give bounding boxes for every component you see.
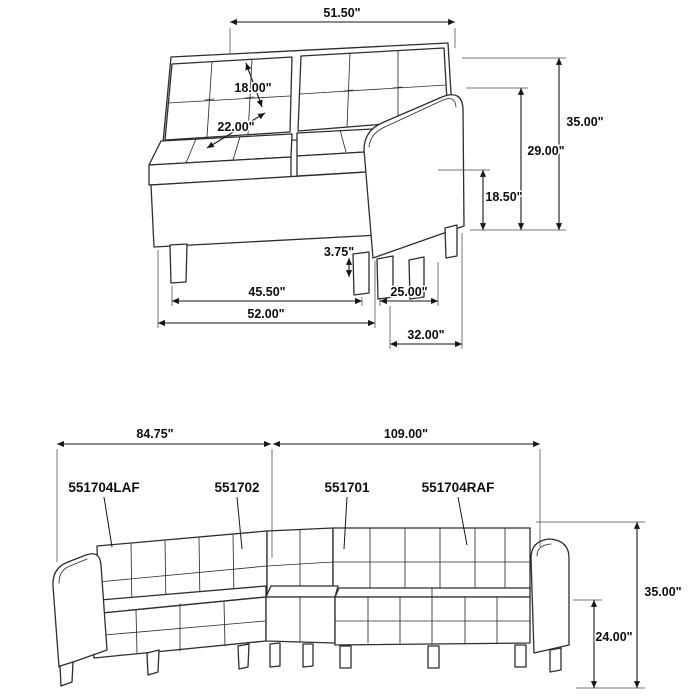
- leader-line: [343, 496, 348, 550]
- corner-back-seams: [266, 529, 334, 595]
- dim-sectional-seat-back-height: 24.00": [573, 599, 634, 688]
- dim-label-overall-height: 35.00": [566, 115, 603, 129]
- part-label-raf: 551704RAF: [420, 479, 496, 546]
- right-seat-cushions: [334, 587, 531, 646]
- leg: [408, 256, 425, 300]
- dim-laf-width: 84.75": [56, 426, 273, 562]
- dim-top-width: 51.50": [229, 5, 456, 54]
- dim-leg-height: 3.75": [322, 244, 356, 277]
- dim-arm-height: 29.00": [466, 87, 566, 230]
- dim-seat-height: 18.50": [438, 169, 524, 230]
- sectional-diagram: 84.75" 109.00" 551704LAF 551702 551701 5…: [52, 426, 683, 689]
- leader-line: [236, 496, 243, 550]
- loveseat-diagram: 51.50" 18.00" 22.00" 35.00" 29.00" 18.50…: [148, 5, 605, 349]
- dim-sectional-overall-height: 35.00": [536, 521, 683, 689]
- right-arm: [363, 94, 465, 259]
- dim-label-overall-depth: 32.00": [407, 328, 444, 342]
- corner-seat: [265, 585, 339, 644]
- loveseat-drawing: [148, 42, 465, 300]
- dim-label-raf-width: 109.00": [384, 427, 428, 441]
- right-back-seams: [332, 527, 531, 593]
- right-seat-seams: [334, 587, 531, 645]
- dim-label-arm-depth: 25.00": [390, 285, 427, 299]
- leg: [237, 643, 250, 670]
- left-arm: [52, 553, 108, 668]
- sectional-drawing: [52, 527, 570, 687]
- leg: [352, 251, 370, 296]
- dim-label-seat-height: 18.50": [485, 190, 522, 204]
- dim-label-seat-depth: 22.00": [217, 120, 254, 134]
- left-seat-seams: [92, 601, 266, 654]
- dim-arm-depth: 25.00": [379, 262, 439, 306]
- leader-line: [457, 496, 468, 546]
- leg: [146, 649, 160, 676]
- dim-overall-height: 35.00": [462, 57, 605, 231]
- legs: [169, 224, 458, 300]
- leg: [169, 243, 188, 284]
- part-label-raf-text: 551704RAF: [422, 480, 495, 495]
- leg: [376, 255, 394, 300]
- dim-label-sectional-overall-height: 35.00": [644, 585, 681, 599]
- dim-raf-width: 109.00": [273, 426, 541, 547]
- dim-label-leg-height: 3.75": [324, 245, 354, 259]
- leg: [269, 642, 281, 668]
- leg: [302, 643, 314, 668]
- part-label-corner: 551701: [323, 479, 372, 550]
- leg: [444, 224, 458, 259]
- dim-overall-depth: 32.00": [389, 233, 463, 349]
- dim-label-back-cushion: 18.00": [234, 81, 271, 95]
- leg: [59, 661, 74, 687]
- leader-line: [103, 496, 113, 548]
- dimension-line: [245, 62, 263, 108]
- part-label-laf: 551704LAF: [67, 479, 141, 548]
- leg: [514, 644, 527, 668]
- part-label-armless-text: 551702: [214, 480, 259, 495]
- dim-label-top-width: 51.50": [323, 6, 360, 20]
- dimension-line: [206, 112, 266, 149]
- dim-label-arm-height: 29.00": [527, 144, 564, 158]
- part-label-laf-text: 551704LAF: [68, 480, 139, 495]
- back-cushion-right-seams: [299, 50, 447, 128]
- right-arm: [530, 538, 570, 654]
- part-label-corner-text: 551701: [324, 480, 370, 495]
- dim-back-cushion: 18.00": [233, 62, 273, 108]
- part-label-armless: 551702: [213, 479, 261, 550]
- leg: [427, 645, 440, 669]
- dim-label-sectional-seat-back-height: 24.00": [595, 630, 632, 644]
- right-back-cushions: [332, 527, 531, 593]
- dim-label-laf-width: 84.75": [136, 427, 173, 441]
- dim-overall-width: 52.00": [157, 250, 376, 328]
- sectional-legs: [59, 642, 562, 687]
- leg: [339, 645, 352, 669]
- leg: [549, 647, 562, 673]
- dim-label-overall-width: 52.00": [247, 307, 284, 321]
- dim-label-seat-width: 45.50": [248, 285, 285, 299]
- dim-seat-depth: 22.00": [206, 112, 266, 149]
- dim-seat-width: 45.50": [171, 284, 363, 306]
